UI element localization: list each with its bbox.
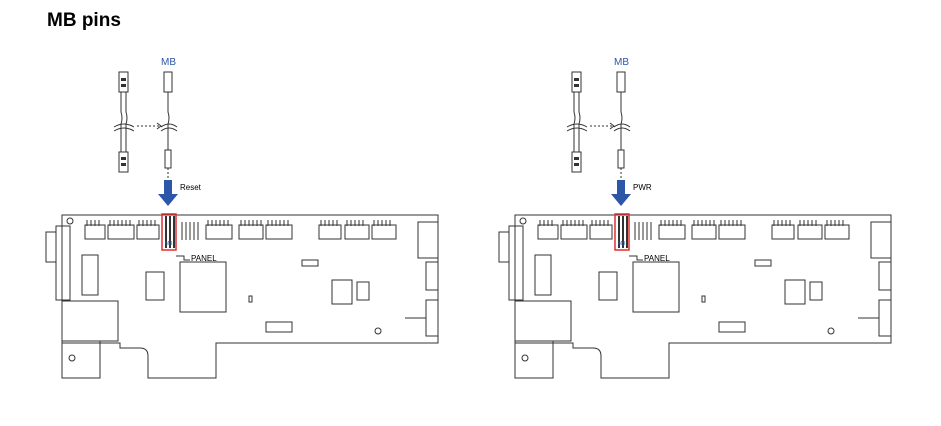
cable-right-top-connector: [163, 71, 173, 93]
board-drawing-reset: [45, 71, 439, 379]
header-mark: MB: [165, 241, 173, 247]
cable-left-top-connector: [571, 71, 582, 93]
panel-label: PANEL: [644, 254, 670, 263]
board-drawing-pwr: [498, 71, 892, 379]
diagram-reset: MB Reset PANEL MB: [0, 0, 470, 426]
cable-right-bottom-connector: [164, 149, 172, 169]
mb-label: MB: [614, 57, 629, 68]
insert-arrow-icon: [611, 180, 631, 206]
insert-arrow-icon: [158, 180, 178, 206]
page-title: MB pins: [47, 10, 121, 31]
cable-right-bottom-connector: [617, 149, 625, 169]
pin-label: Reset: [180, 183, 201, 192]
cable-left-top-connector: [118, 71, 129, 93]
pin-label: PWR: [633, 183, 652, 192]
board-outline: [61, 214, 439, 379]
cable-right-top-connector: [616, 71, 626, 93]
mb-label: MB: [161, 57, 176, 68]
panel-header-highlight: [161, 213, 177, 251]
panel-header-highlight: [614, 213, 630, 251]
cable-left-bottom-connector: [118, 151, 129, 173]
board-outline: [514, 214, 892, 379]
panel-label: PANEL: [191, 254, 217, 263]
header-mark: MB: [618, 241, 626, 247]
cable-left-bottom-connector: [571, 151, 582, 173]
diagram-pwr: MB PWR PANEL MB: [453, 0, 923, 426]
